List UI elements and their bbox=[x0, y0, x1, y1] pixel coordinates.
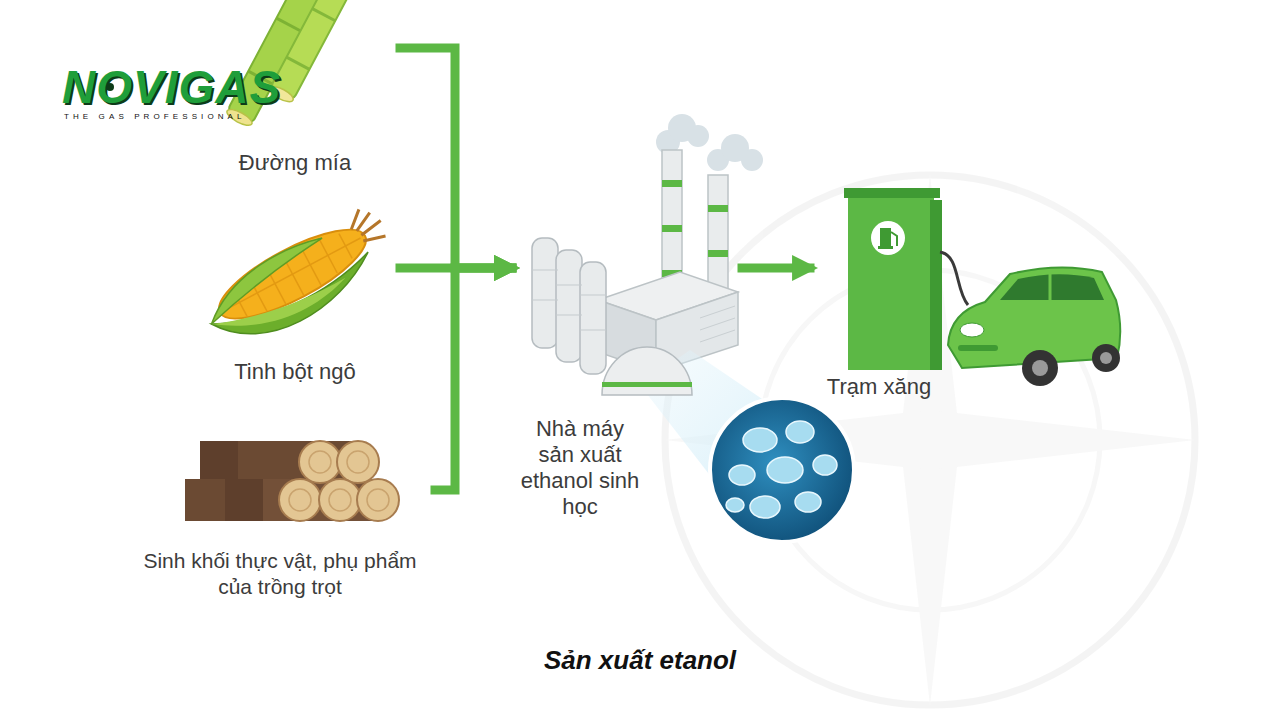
sugarcane-illustration-part bbox=[268, 0, 364, 105]
flow-arrow bbox=[400, 264, 512, 273]
node-label: Đường mía bbox=[239, 150, 351, 176]
log-pile-illustration-part-part bbox=[337, 441, 379, 483]
flow-arrow bbox=[742, 264, 810, 273]
factory-illustration-part-part bbox=[700, 330, 735, 342]
node-label-group: Sinh khối thực vật, phụ phẩm của trồng t… bbox=[125, 548, 435, 600]
figure-caption: Sản xuất etanol bbox=[0, 644, 1280, 676]
gas-station-illustration-part bbox=[940, 252, 968, 305]
factory-illustration-part-part bbox=[580, 295, 606, 296]
factory-illustration-part-part bbox=[729, 465, 755, 485]
factory-illustration-part-part bbox=[741, 149, 763, 171]
factory-illustration-part-part bbox=[687, 125, 709, 147]
node-label: Trạm xăng bbox=[827, 374, 931, 400]
node-label-group: Đường mía bbox=[190, 150, 400, 176]
node-label-group: Trạm xăng bbox=[818, 374, 940, 400]
log-pile-illustration-part-part bbox=[289, 489, 311, 511]
flow-arrow bbox=[435, 268, 512, 490]
corn-illustration bbox=[196, 203, 404, 359]
sugarcane-illustration-part-part bbox=[270, 0, 363, 100]
car-illustration-part bbox=[958, 345, 998, 351]
factory-illustration-part-part bbox=[532, 270, 558, 271]
factory-illustration-part bbox=[662, 180, 682, 187]
sugarcane-illustration-part-part bbox=[312, 9, 335, 21]
logo-wordmark: NOVIGAS bbox=[62, 62, 281, 112]
log-pile-illustration bbox=[185, 441, 399, 521]
source-corn: Tinh bột ngô bbox=[190, 215, 400, 385]
car-illustration-part bbox=[1000, 274, 1104, 300]
watermark-ring bbox=[665, 175, 1195, 705]
log-pile-illustration-part-part bbox=[367, 489, 389, 511]
watermark-ring-part bbox=[665, 175, 1195, 705]
node-label-group: Tinh bột ngô bbox=[190, 359, 400, 385]
factory-illustration-part-part bbox=[726, 498, 744, 512]
node-label: Sinh khối thực vật, phụ phẩm của trồng t… bbox=[125, 548, 435, 600]
logo-tagline: THE GAS PROFESSIONAL bbox=[64, 112, 246, 122]
corn-illustration-part bbox=[211, 258, 349, 351]
factory-illustration-part bbox=[602, 382, 692, 387]
gas-station-illustration-part bbox=[930, 200, 942, 370]
log-pile-illustration-part-part bbox=[329, 489, 351, 511]
factory-illustration-part bbox=[708, 250, 728, 257]
log-pile-illustration-part-part bbox=[279, 479, 321, 521]
factory-illustration-part-part bbox=[532, 238, 558, 348]
factory-illustration-part bbox=[662, 225, 682, 232]
node-label: Nhà máy sản xuất ethanol sinh học bbox=[520, 416, 640, 520]
log-pile-illustration-part-part bbox=[357, 479, 399, 521]
log-pile-illustration-part-part bbox=[309, 451, 331, 473]
gas-station-node: Trạm xăng bbox=[818, 185, 940, 400]
factory-illustration-part-part bbox=[813, 455, 837, 475]
gas-station-illustration-part bbox=[878, 246, 893, 249]
log-pile-illustration-part bbox=[289, 451, 389, 511]
log-pile-illustration-part-part bbox=[299, 441, 341, 483]
gas-station-illustration-part bbox=[880, 228, 891, 246]
car-illustration-part bbox=[1032, 360, 1048, 376]
factory-illustration-part-part bbox=[580, 262, 606, 374]
factory-illustration-part bbox=[710, 398, 854, 542]
log-pile-illustration-part bbox=[279, 441, 399, 521]
factory-illustration-part-part bbox=[700, 306, 735, 318]
factory-illustration-part-part bbox=[750, 496, 780, 518]
sugarcane-illustration-part-part bbox=[276, 18, 301, 31]
car-illustration bbox=[948, 267, 1120, 386]
corn-illustration-part bbox=[345, 203, 388, 249]
sugarcane-illustration-part-part bbox=[286, 57, 309, 69]
factory-illustration-part bbox=[532, 270, 606, 330]
factory-illustration-part-part bbox=[556, 250, 582, 362]
factory-illustration-part-part bbox=[556, 285, 582, 286]
car-illustration-part bbox=[1022, 350, 1058, 386]
factory-illustration-part-part bbox=[743, 428, 777, 452]
gas-station-illustration-part bbox=[891, 232, 897, 246]
car-illustration-part bbox=[1092, 344, 1120, 372]
source-biomass: Sinh khối thực vật, phụ phẩm của trồng t… bbox=[125, 425, 435, 600]
factory-illustration-part bbox=[532, 238, 606, 374]
gas-station-illustration-part bbox=[871, 221, 905, 255]
factory-illustration-part-part bbox=[767, 457, 803, 483]
gas-station-illustration-part bbox=[848, 194, 934, 370]
factory-illustration-part bbox=[726, 421, 837, 518]
factory-illustration-part-part bbox=[532, 300, 558, 301]
log-pile-illustration-part-part bbox=[319, 479, 361, 521]
car-illustration-part bbox=[1100, 352, 1112, 364]
factory-illustration-part-part bbox=[700, 318, 735, 330]
flow-arrow bbox=[400, 48, 512, 268]
gas-station-illustration-part bbox=[844, 188, 940, 198]
car-illustration-part bbox=[960, 323, 984, 337]
node-label-group: Nhà máy sản xuất ethanol sinh học bbox=[520, 416, 640, 520]
factory-illustration-part bbox=[700, 306, 735, 342]
log-pile-illustration-part-part bbox=[347, 451, 369, 473]
factory-illustration-part-part bbox=[580, 330, 606, 331]
factory-illustration-part-part bbox=[556, 315, 582, 316]
node-label: Tinh bột ngô bbox=[234, 359, 356, 385]
car-illustration-part bbox=[1049, 274, 1052, 300]
factory-illustration-part bbox=[602, 347, 692, 395]
factory-illustration-part bbox=[708, 205, 728, 212]
corn-illustration-part bbox=[197, 232, 333, 324]
factory-node: Nhà máy sản xuất ethanol sinh học bbox=[520, 110, 742, 520]
factory-illustration-part-part bbox=[786, 421, 814, 443]
factory-illustration-part-part bbox=[795, 492, 821, 512]
